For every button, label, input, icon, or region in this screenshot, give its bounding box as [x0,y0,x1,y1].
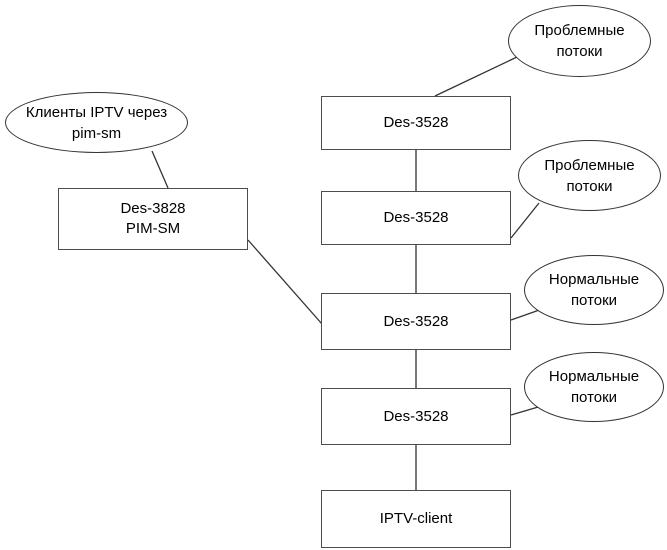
node-label-line1: Des-3828 [120,200,186,217]
node-label-line1: Нормальные [548,368,640,385]
node-label-line2: потоки [570,292,618,309]
node-label-line1: Des-3528 [383,114,449,131]
node-label-line1: IPTV-client [379,510,453,527]
node-normal-flows-1: Нормальные потоки [524,255,664,325]
node-switch-2: Des-3528 [321,191,511,245]
node-switch-3: Des-3528 [321,293,511,350]
edge-switch1-to-problem1 [434,56,518,97]
edges-group [151,56,546,490]
node-pim-sm-switch: Des-3828 PIM-SM [58,188,248,250]
node-normal-flows-2: Нормальные потоки [524,352,664,422]
node-switch-4: Des-3528 [321,388,511,445]
node-problem-flows-2: Проблемные потоки [518,140,661,211]
node-label-line2: потоки [570,389,618,406]
node-label-line2: pim-sm [71,124,122,142]
node-switch-1: Des-3528 [321,96,511,150]
edge-pimsm-to-switch3 [247,239,323,325]
node-label-line2: потоки [566,177,613,195]
node-iptv-client: IPTV-client [321,490,511,548]
node-label-line2: PIM-SM [125,220,181,237]
node-label-line1: Нормальные [548,271,640,288]
edge-switch2-to-problem2 [510,202,540,239]
edge-clients-to-pimsm [151,150,169,189]
node-label-line1: Проблемные [534,22,625,39]
node-label-line1: Des-3528 [383,312,449,330]
node-label-line2: потоки [556,43,603,60]
node-label-line1: Проблемные [544,156,635,174]
node-label-line1: Des-3528 [383,407,449,425]
node-clients-ellipse: Клиенты IPTV через pim-sm [5,92,188,153]
node-problem-flows-1: Проблемные потоки [508,5,651,77]
node-label-line1: Клиенты IPTV через [25,103,168,121]
node-label-line1: Des-3528 [383,209,449,226]
